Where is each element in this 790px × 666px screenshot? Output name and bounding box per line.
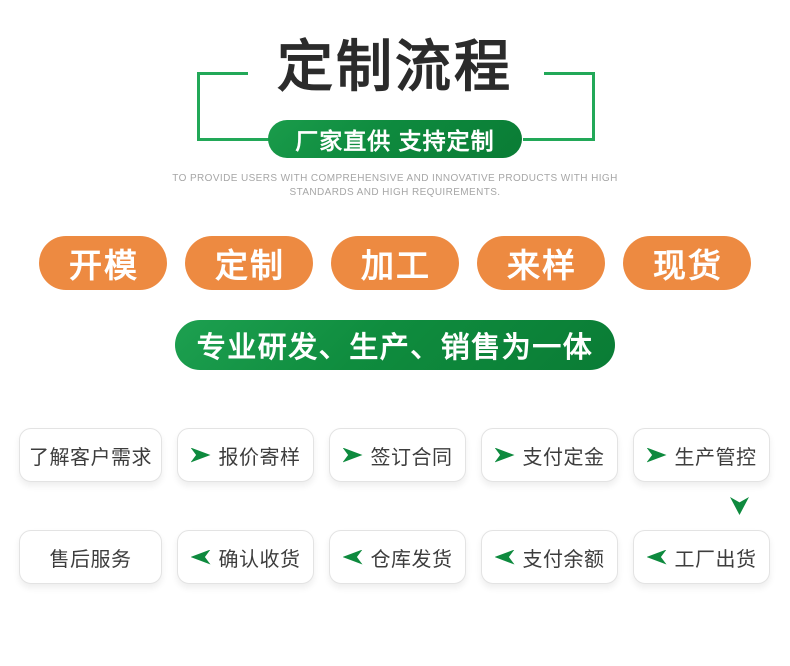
flow-step-label: 支付定金 <box>522 446 605 469</box>
flow-step-sign-contract: 签订合同 <box>329 428 466 482</box>
feature-pill-4: 来样 <box>477 236 605 290</box>
flow-step-warehouse-ship: 仓库发货 <box>329 530 466 584</box>
caption-line-1: TO PROVIDE USERS WITH COMPREHENSIVE AND … <box>172 173 618 184</box>
flow-step-label: 报价寄样 <box>218 446 301 469</box>
flow-row-2: 售后服务 确认收货 仓库发货 支付余额 工厂出货 <box>19 530 770 584</box>
bracket-left-top-line <box>197 72 248 75</box>
bracket-right-vertical-line <box>592 72 595 141</box>
bracket-right-top-line <box>544 72 595 75</box>
page-title: 定制流程 <box>277 35 513 98</box>
flow-step-confirm-receipt: 确认收货 <box>177 530 314 584</box>
flow-step-after-sales: 售后服务 <box>19 530 162 584</box>
flow-step-label: 确认收货 <box>218 548 301 571</box>
arrow-right-icon <box>190 447 211 463</box>
subtitle-pill: 厂家直供 支持定制 <box>268 120 522 158</box>
feature-pill-1: 开模 <box>39 236 167 290</box>
flow-step-quote-sample: 报价寄样 <box>177 428 314 482</box>
bracket-right-bottom-line <box>523 138 595 141</box>
flow-step-label: 售后服务 <box>49 548 132 571</box>
arrow-left-icon <box>342 549 363 565</box>
arrow-right-icon <box>646 447 667 463</box>
flow-step-label: 仓库发货 <box>370 548 453 571</box>
flow-step-pay-balance: 支付余额 <box>481 530 618 584</box>
flow-step-pay-deposit: 支付定金 <box>481 428 618 482</box>
flow-row-1: 了解客户需求 报价寄样 签订合同 支付定金 生产管控 <box>19 428 770 482</box>
arrow-left-icon <box>646 549 667 565</box>
feature-pill-2: 定制 <box>185 236 313 290</box>
arrow-down-icon <box>730 497 749 515</box>
feature-pill-5: 现货 <box>623 236 751 290</box>
feature-pill-row: 开模 定制 加工 来样 现货 <box>0 236 790 290</box>
flow-step-label: 工厂出货 <box>674 548 757 571</box>
flow-step-understand-needs: 了解客户需求 <box>19 428 162 482</box>
flow-step-factory-ship: 工厂出货 <box>633 530 770 584</box>
slogan-banner: 专业研发、生产、销售为一体 <box>175 320 615 370</box>
arrow-left-icon <box>494 549 515 565</box>
bracket-left-vertical-line <box>197 72 200 141</box>
caption: TO PROVIDE USERS WITH COMPREHENSIVE AND … <box>0 172 790 200</box>
caption-line-2: STANDARDS AND HIGH REQUIREMENTS. <box>289 187 501 198</box>
feature-pill-3: 加工 <box>331 236 459 290</box>
flow-step-production-control: 生产管控 <box>633 428 770 482</box>
bracket-left-bottom-line <box>197 138 269 141</box>
flow-step-label: 了解客户需求 <box>29 446 152 469</box>
flow-step-label: 签订合同 <box>370 446 453 469</box>
flow-step-label: 生产管控 <box>674 446 757 469</box>
arrow-left-icon <box>190 549 211 565</box>
arrow-right-icon <box>494 447 515 463</box>
arrow-right-icon <box>342 447 363 463</box>
flow-step-label: 支付余额 <box>522 548 605 571</box>
